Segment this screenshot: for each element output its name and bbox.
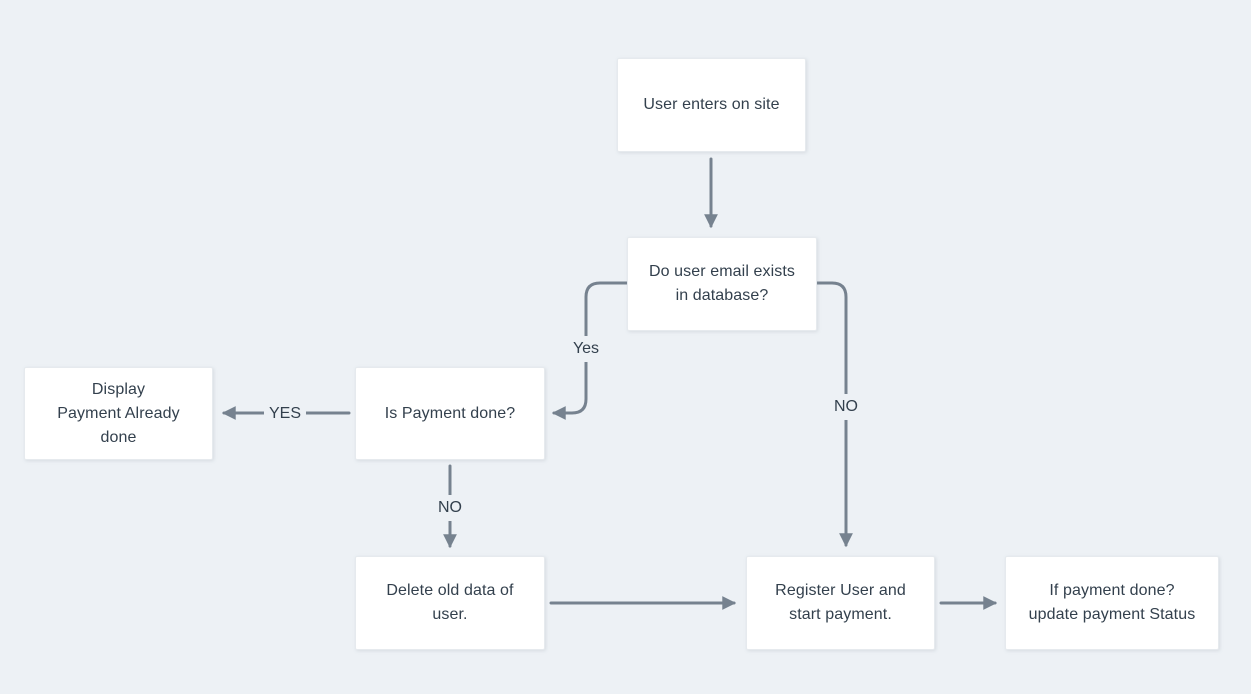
node-register-user: Register User and start payment. [746,556,935,650]
node-user-enters: User enters on site [617,58,806,152]
node-user-enters-label: User enters on site [643,96,780,113]
edge-label-no-email: NO [829,394,863,420]
edge-label-yes-email: Yes [567,336,605,362]
node-is-payment-done-label: Is Payment done? [384,404,516,422]
node-register-user-label: Register User and start payment. [775,582,906,623]
node-delete-old-data-label: Delete old data of user. [386,582,514,623]
edge-email-no-to-register [815,281,853,548]
node-email-exists-label: Do user email exists in database? [648,263,796,304]
node-update-payment-status-label: If payment done? update payment Status [1028,582,1196,623]
node-update-payment-status: If payment done? update payment Status [1005,556,1219,650]
node-delete-old-data: Delete old data of user. [355,556,545,650]
node-display-payment-done: Display Payment Already done [24,367,213,460]
node-display-payment-done-label: Display Payment Already done [57,380,180,446]
node-is-payment-done: Is Payment done? [355,367,545,460]
edge-label-yes-payment: YES [263,401,307,427]
node-email-exists: Do user email exists in database? [627,237,817,331]
edge-label-no-payment: NO [433,495,467,521]
